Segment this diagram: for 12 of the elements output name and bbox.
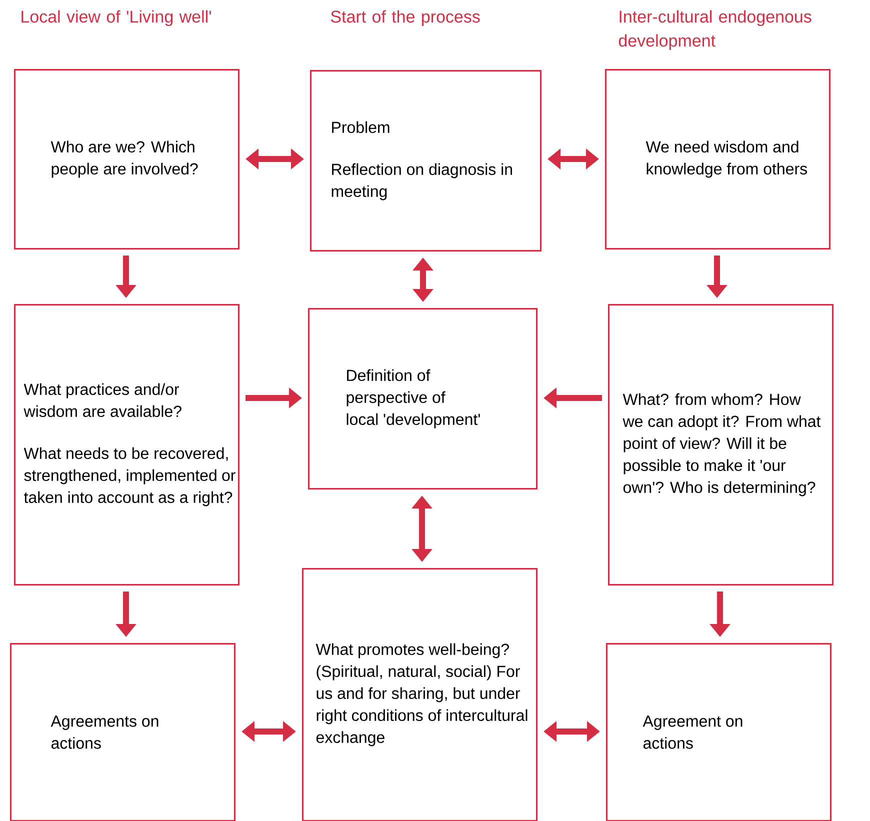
text-box: Agreement on actions bbox=[606, 643, 832, 821]
text-box: What promotes well-being? (Spiritual, natural, social) For us and for sharing, but under right conditions of intercultural exchange bbox=[302, 568, 538, 821]
column-heading: Local view of 'Living well' bbox=[22, 10, 211, 26]
text-box: We need wisdom and knowledge from others bbox=[605, 69, 830, 250]
text-box: Problem Reflection on diagnosis in meeting bbox=[310, 70, 542, 252]
text-box: What? from whom? How we can adopt it? From what point of view? Will it be possible to make it 'our own'? Who is determining? bbox=[608, 304, 834, 586]
text-box: Who are we? Which people are involved? bbox=[14, 69, 240, 250]
text-box: Agreements on actions bbox=[10, 643, 236, 821]
column-heading: Start of the process bbox=[330, 10, 480, 26]
column-heading: Inter-cultural endogenous development bbox=[618, 10, 812, 50]
text-box: Definition of perspective of local 'development' bbox=[308, 308, 538, 490]
text-box: What practices and/or wisdom are available? What needs to be recovered, strengthened, implemented or taken into account as a right? bbox=[14, 304, 240, 586]
